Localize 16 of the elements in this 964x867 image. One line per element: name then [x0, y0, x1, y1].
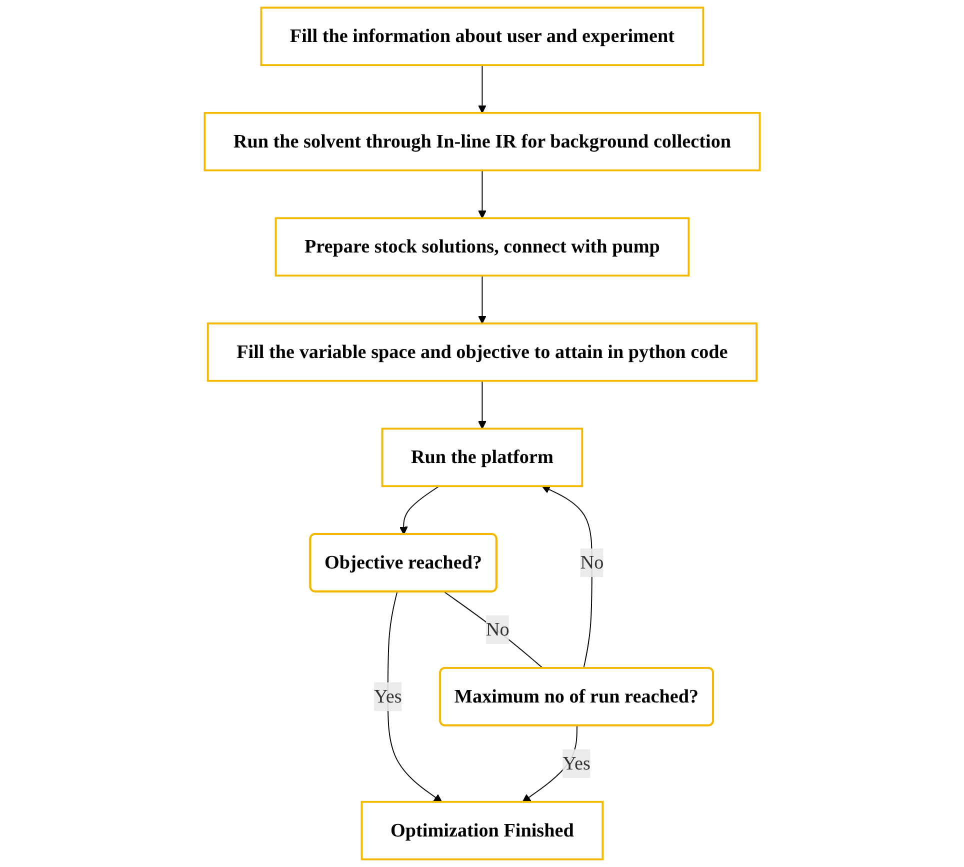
edge-label: No [580, 552, 604, 574]
arrow [478, 170, 486, 219]
arrow [478, 64, 486, 114]
node-box: Run the solvent through In-line IR for background collection [204, 112, 760, 172]
node-box: Optimization Finished [360, 800, 604, 860]
edge-label: No [486, 619, 510, 640]
arrow [478, 380, 486, 430]
arrow [478, 275, 486, 324]
edge-label: Yes [374, 686, 402, 708]
edge-label: Yes [562, 753, 590, 774]
connector [444, 591, 544, 669]
node-box: Fill the information about user and experiment [260, 6, 704, 66]
node-box: Fill the variable space and objective to attain in python code [206, 322, 758, 382]
node-box: Prepare stock solutions, connect with pump [274, 217, 690, 277]
arrow [399, 486, 440, 535]
node-box: Run the platform [381, 428, 583, 488]
